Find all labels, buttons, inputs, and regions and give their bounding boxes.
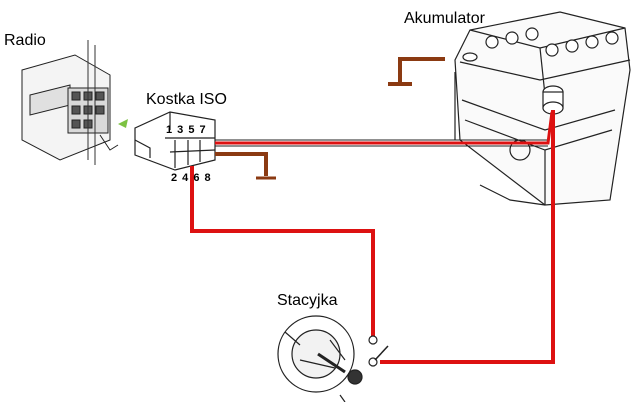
- battery-icon: [454, 11, 631, 206]
- ignition-switch-icon: [277, 315, 363, 403]
- label-pins-top: 1 3 5 7: [166, 124, 207, 136]
- car-radio-icon: [21, 40, 119, 165]
- iso-ground-icon: [215, 152, 276, 180]
- battery-ground-icon: [388, 57, 445, 86]
- wire-permanent: [215, 111, 554, 145]
- wire-battery-feed: [380, 110, 555, 364]
- label-battery: Akumulator: [404, 10, 485, 27]
- insert-arrow-icon: [118, 119, 128, 128]
- label-ignition: Stacyjka: [277, 292, 338, 309]
- switch-contacts: [368, 335, 389, 367]
- iso-connector-icon: [134, 111, 216, 171]
- label-radio: Radio: [4, 32, 46, 49]
- label-pins-bottom: 2 4 6 8: [171, 172, 212, 184]
- label-iso-connector: Kostka ISO: [146, 91, 227, 108]
- wire-switched: [190, 166, 375, 336]
